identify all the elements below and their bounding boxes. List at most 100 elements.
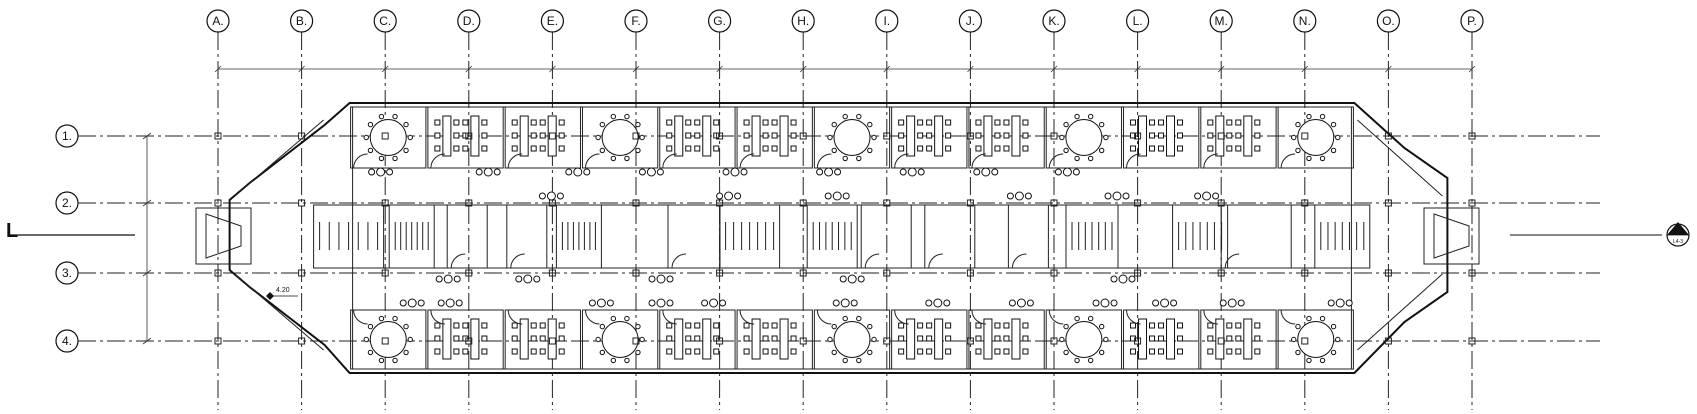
column-bubble[interactable]: M.: [1209, 9, 1233, 33]
chair: [867, 121, 873, 128]
desk: [519, 115, 529, 157]
structural-column: [1134, 269, 1142, 277]
chair: [762, 145, 769, 152]
chair: [595, 336, 601, 343]
column-bubble[interactable]: A.: [206, 9, 230, 33]
lounge-chair: [1122, 192, 1130, 200]
dim-tick: [142, 337, 152, 345]
chair: [1295, 349, 1301, 356]
chair: [713, 119, 720, 126]
row-bubbles[interactable]: 1. 2. 3. 4.: [55, 124, 79, 353]
chair: [1207, 348, 1214, 355]
chair: [1059, 134, 1065, 141]
lounge-group: [832, 298, 858, 308]
stair-core: [388, 204, 435, 269]
column-bubble[interactable]: K.: [1042, 9, 1066, 33]
chair: [694, 119, 701, 126]
chair: [530, 145, 537, 152]
chair: [867, 349, 873, 356]
column-bubble[interactable]: H.: [791, 9, 815, 33]
chair: [1158, 322, 1165, 329]
desk: [674, 115, 684, 157]
lounge-chair: [656, 168, 664, 176]
chair: [945, 119, 952, 126]
column-bubble[interactable]: N.: [1293, 9, 1317, 33]
column-bubble[interactable]: C.: [373, 9, 397, 33]
chair: [363, 134, 369, 141]
dim-tick: [1301, 65, 1309, 73]
office-room: [968, 106, 1045, 169]
office-room: [504, 106, 581, 169]
chair: [1074, 315, 1080, 322]
row-bubble[interactable]: 1.: [55, 124, 79, 148]
chair: [1130, 119, 1137, 126]
column-bubble[interactable]: D.: [457, 9, 481, 33]
structural-column: [1217, 132, 1225, 140]
door-swing: [1048, 309, 1064, 325]
structural-column: [548, 269, 556, 277]
chair: [558, 145, 565, 152]
column-bubble[interactable]: E.: [540, 9, 565, 33]
chair: [1087, 113, 1094, 120]
lounge-table: [646, 167, 656, 177]
chair: [1177, 119, 1184, 126]
lounge-group: [648, 274, 674, 284]
chair: [558, 132, 565, 139]
column-bubble[interactable]: I.: [875, 9, 899, 33]
column-bubble[interactable]: O.: [1376, 9, 1401, 33]
structural-column: [1301, 337, 1309, 345]
column-bubble[interactable]: P.: [1460, 9, 1484, 33]
lounge-chair: [1345, 299, 1353, 307]
column-bubble[interactable]: G.: [707, 9, 732, 33]
chair: [685, 119, 692, 126]
lounge-table: [596, 298, 606, 308]
chair: [481, 335, 488, 342]
lounge-group: [565, 167, 591, 177]
column-bubbles[interactable]: A. B. C. D. E. F. G. H. I. J. K. L. M. N. O. P.: [206, 9, 1484, 33]
desk: [779, 318, 789, 360]
office-room: [350, 309, 427, 370]
office-room: [1045, 106, 1123, 169]
door-swing: [507, 309, 523, 325]
chair: [694, 132, 701, 139]
column-bubble[interactable]: F.: [624, 9, 648, 33]
chair: [856, 113, 862, 120]
chair: [871, 134, 877, 141]
stair-core: [1314, 204, 1371, 269]
desk: [442, 115, 452, 157]
door-swing: [671, 253, 687, 269]
office-room: [1277, 106, 1354, 169]
desk: [983, 115, 993, 157]
section-marker[interactable]: L4-3: [1510, 222, 1690, 247]
chair: [842, 357, 848, 364]
lounge-chair: [648, 299, 656, 307]
row-bubble[interactable]: 2.: [55, 191, 79, 215]
service-room: [860, 204, 912, 269]
lounge-chair: [399, 299, 407, 307]
chair: [790, 348, 797, 355]
chair: [994, 335, 1001, 342]
lounge-table: [407, 298, 417, 308]
chair: [694, 322, 701, 329]
column-bubble[interactable]: B.: [290, 9, 314, 33]
chair: [434, 322, 441, 329]
lounge-table: [376, 167, 386, 177]
chair: [945, 132, 952, 139]
column-bubble[interactable]: L.: [1125, 9, 1150, 33]
structural-column: [1134, 199, 1142, 207]
column-bubble[interactable]: J.: [958, 9, 983, 33]
lounge-chair: [925, 299, 933, 307]
chair: [917, 145, 924, 152]
row-bubble[interactable]: 3.: [55, 261, 79, 285]
lounge-chair: [740, 168, 748, 176]
vestibule-stair: [1433, 213, 1470, 259]
lounge-chair: [857, 275, 865, 283]
dim-tick: [214, 65, 222, 73]
chair: [610, 155, 617, 162]
row-bubble[interactable]: 4.: [55, 329, 79, 353]
chair: [481, 119, 488, 126]
chair: [898, 132, 905, 139]
chair: [917, 119, 924, 126]
structural-column: [799, 199, 807, 207]
section-marker-text: L4-3: [1673, 239, 1683, 245]
